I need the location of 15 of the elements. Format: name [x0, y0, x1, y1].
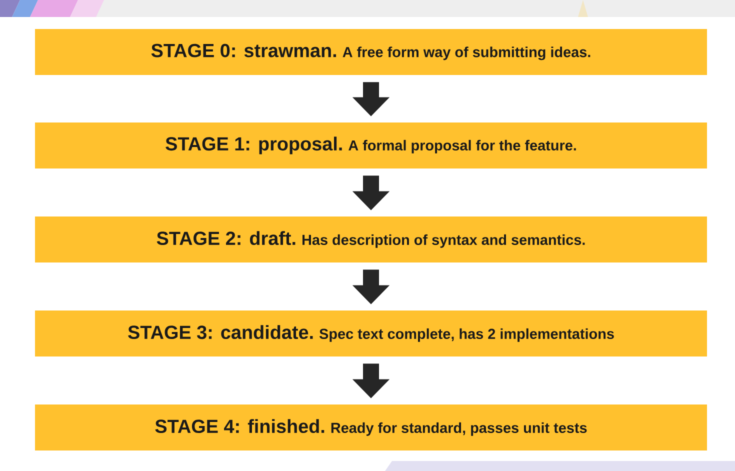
stage-box	[35, 122, 707, 168]
stage-box	[35, 404, 707, 450]
stage-description: A formal proposal for the feature.	[348, 140, 576, 154]
stage-heading: STAGE 4: finished.	[155, 419, 324, 434]
stage-heading: STAGE 2: draft.	[156, 231, 296, 246]
stage-box	[35, 216, 707, 262]
stage-description: Ready for standard, passes unit tests	[331, 422, 587, 436]
stage-heading: STAGE 1: proposal.	[166, 136, 342, 154]
stage-description: A free form way of submitting ideas.	[342, 46, 590, 60]
stage-box	[35, 29, 707, 75]
stage-heading: STAGE 0: strawman.	[151, 44, 336, 58]
stage-box	[35, 310, 707, 356]
stage-heading: STAGE 3: candidate.	[128, 325, 313, 340]
stage-description: Has description of syntax and semantics.	[302, 234, 585, 248]
stage-description: Spec text complete, has 2 implementations	[319, 328, 614, 342]
